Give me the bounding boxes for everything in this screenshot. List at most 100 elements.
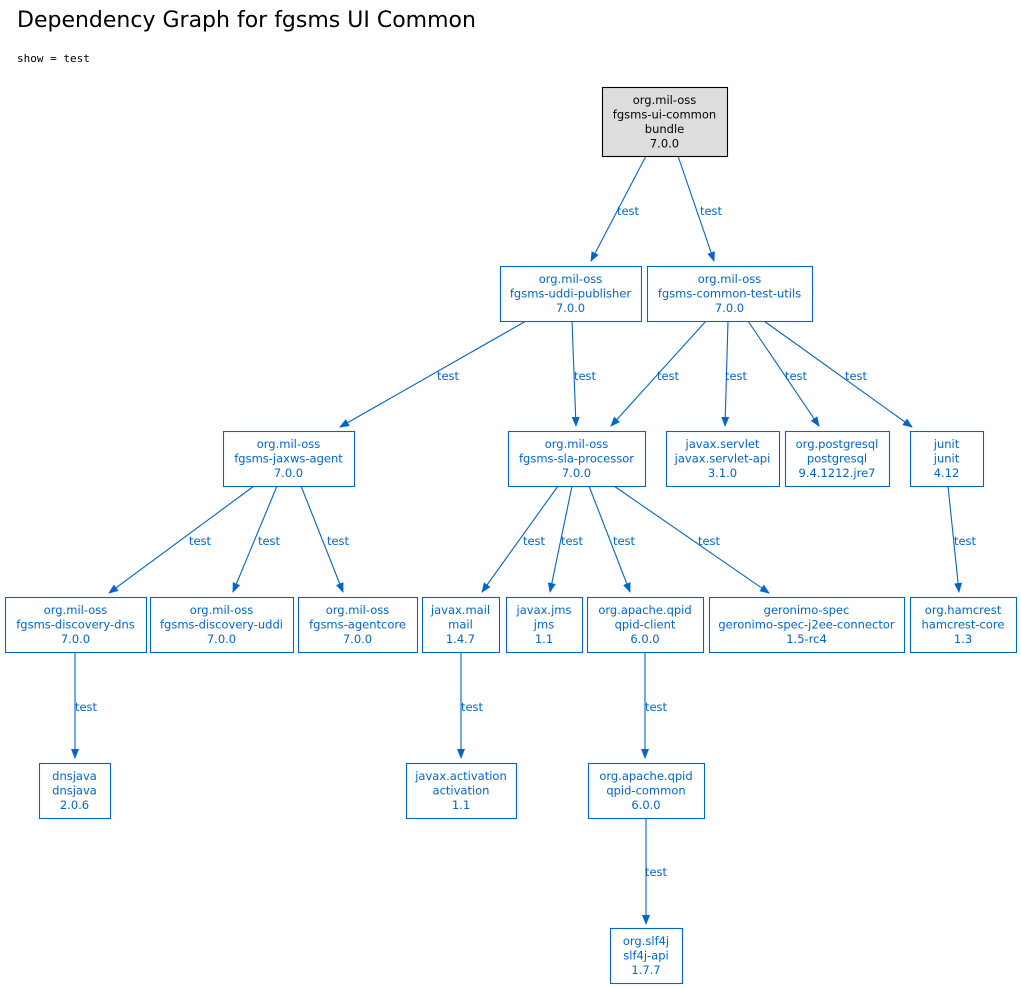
node-label: 1.1: [535, 632, 553, 646]
edge-label: test: [698, 534, 721, 548]
node-label: junit: [933, 437, 960, 451]
edge-root-to-uddi-publisher: test: [590, 155, 647, 262]
edge-label: test: [725, 369, 748, 383]
node-label: 6.0.0: [631, 798, 660, 812]
node-label: 3.1.0: [708, 466, 737, 480]
node-label: javax.servlet-api: [674, 452, 771, 466]
node-label: javax.activation: [414, 769, 507, 783]
edge-line: [613, 485, 770, 594]
edge-label: test: [523, 534, 546, 548]
node-label: fgsms-discovery-dns: [16, 618, 134, 632]
node-box: [149, 596, 295, 654]
edge-label: test: [258, 534, 281, 548]
node-label: 7.0.0: [556, 301, 585, 315]
node-label: mail: [448, 618, 473, 632]
node-box: [909, 596, 1018, 654]
node-label: javax.servlet: [685, 437, 760, 451]
node-label: jms: [533, 618, 554, 632]
edge-mail-to-activation: test: [457, 652, 484, 759]
edge-line: [571, 320, 580, 427]
edge-sla-processor-to-mail: test: [481, 485, 559, 593]
edge-qpid-common-to-slf4j: test: [642, 818, 668, 925]
node-label: javax.jms: [516, 603, 572, 617]
edge-junit-to-hamcrest: test: [947, 485, 977, 593]
node-label: fgsms-discovery-uddi: [160, 618, 283, 632]
edge-line: [232, 485, 278, 593]
node-label: javax.mail: [430, 603, 490, 617]
edge-label: test: [613, 534, 636, 548]
edge-sla-processor-to-jms: test: [547, 485, 584, 593]
node-box: [646, 265, 814, 323]
node-label: dnsjava: [52, 784, 97, 798]
node-label: bundle: [645, 122, 684, 136]
node-label: 1.1: [452, 798, 470, 812]
node-label: fgsms-common-test-utils: [658, 287, 801, 301]
node-box: [665, 430, 781, 488]
edge-uddi-publisher-to-sla-processor: test: [571, 320, 597, 427]
node-box: [507, 430, 647, 488]
edge-label: test: [700, 204, 723, 218]
node-label: org.apache.qpid: [599, 769, 692, 783]
edge-label: test: [645, 865, 668, 879]
edge-discovery-dns-to-dnsjava: test: [71, 652, 98, 759]
edge-line: [763, 320, 913, 428]
edge-line: [300, 485, 344, 593]
node-box: [421, 596, 501, 654]
node-label: 9.4.1212.jre7: [799, 466, 876, 480]
edge-label: test: [561, 534, 584, 548]
node-box: [586, 596, 705, 654]
edge-common-test-utils-to-sla-processor: test: [610, 320, 707, 427]
edge-label: test: [75, 700, 98, 714]
edge-line: [481, 485, 559, 593]
node-box: [4, 596, 148, 654]
edge-line: [590, 155, 647, 262]
node-label: fgsms-jaxws-agent: [234, 452, 343, 466]
node-label: activation: [433, 784, 490, 798]
edge-label: test: [189, 534, 212, 548]
edge-common-test-utils-to-servlet-api: test: [721, 320, 748, 427]
edge-line: [547, 485, 573, 593]
node-label: fgsms-agentcore: [309, 618, 406, 632]
node-label: 1.7.7: [631, 963, 660, 977]
node-label: geronimo-spec-j2ee-connector: [718, 618, 895, 632]
edge-line: [588, 485, 631, 593]
node-label: org.apache.qpid: [598, 603, 691, 617]
node-label: 7.0.0: [562, 466, 591, 480]
edge-label: test: [574, 369, 597, 383]
node-label: hamcrest-core: [922, 618, 1005, 632]
node-box: [601, 86, 729, 158]
edge-line: [108, 485, 255, 594]
node-box: [909, 430, 985, 488]
edge-jaxws-agent-to-discovery-dns: test: [108, 485, 255, 594]
edge-jaxws-agent-to-agentcore: test: [300, 485, 350, 593]
node-label: 6.0.0: [630, 632, 659, 646]
node-box: [708, 596, 906, 654]
edge-line: [339, 320, 527, 428]
edge-label: test: [437, 369, 460, 383]
node-label: 1.4.7: [446, 632, 475, 646]
node-label: 4.12: [934, 466, 960, 480]
node-box: [38, 762, 112, 820]
edge-label: test: [785, 369, 808, 383]
edge-label: test: [845, 369, 868, 383]
node-label: dnsjava: [52, 769, 97, 783]
node-label: 7.0.0: [650, 136, 679, 150]
node-label: postgresql: [807, 452, 867, 466]
node-label: org.mil-oss: [44, 603, 108, 617]
node-box: [505, 596, 584, 654]
node-label: 7.0.0: [715, 301, 744, 315]
node-label: slf4j-api: [623, 949, 668, 963]
edge-label: test: [617, 204, 640, 218]
node-label: 7.0.0: [343, 632, 372, 646]
node-box: [499, 265, 643, 323]
